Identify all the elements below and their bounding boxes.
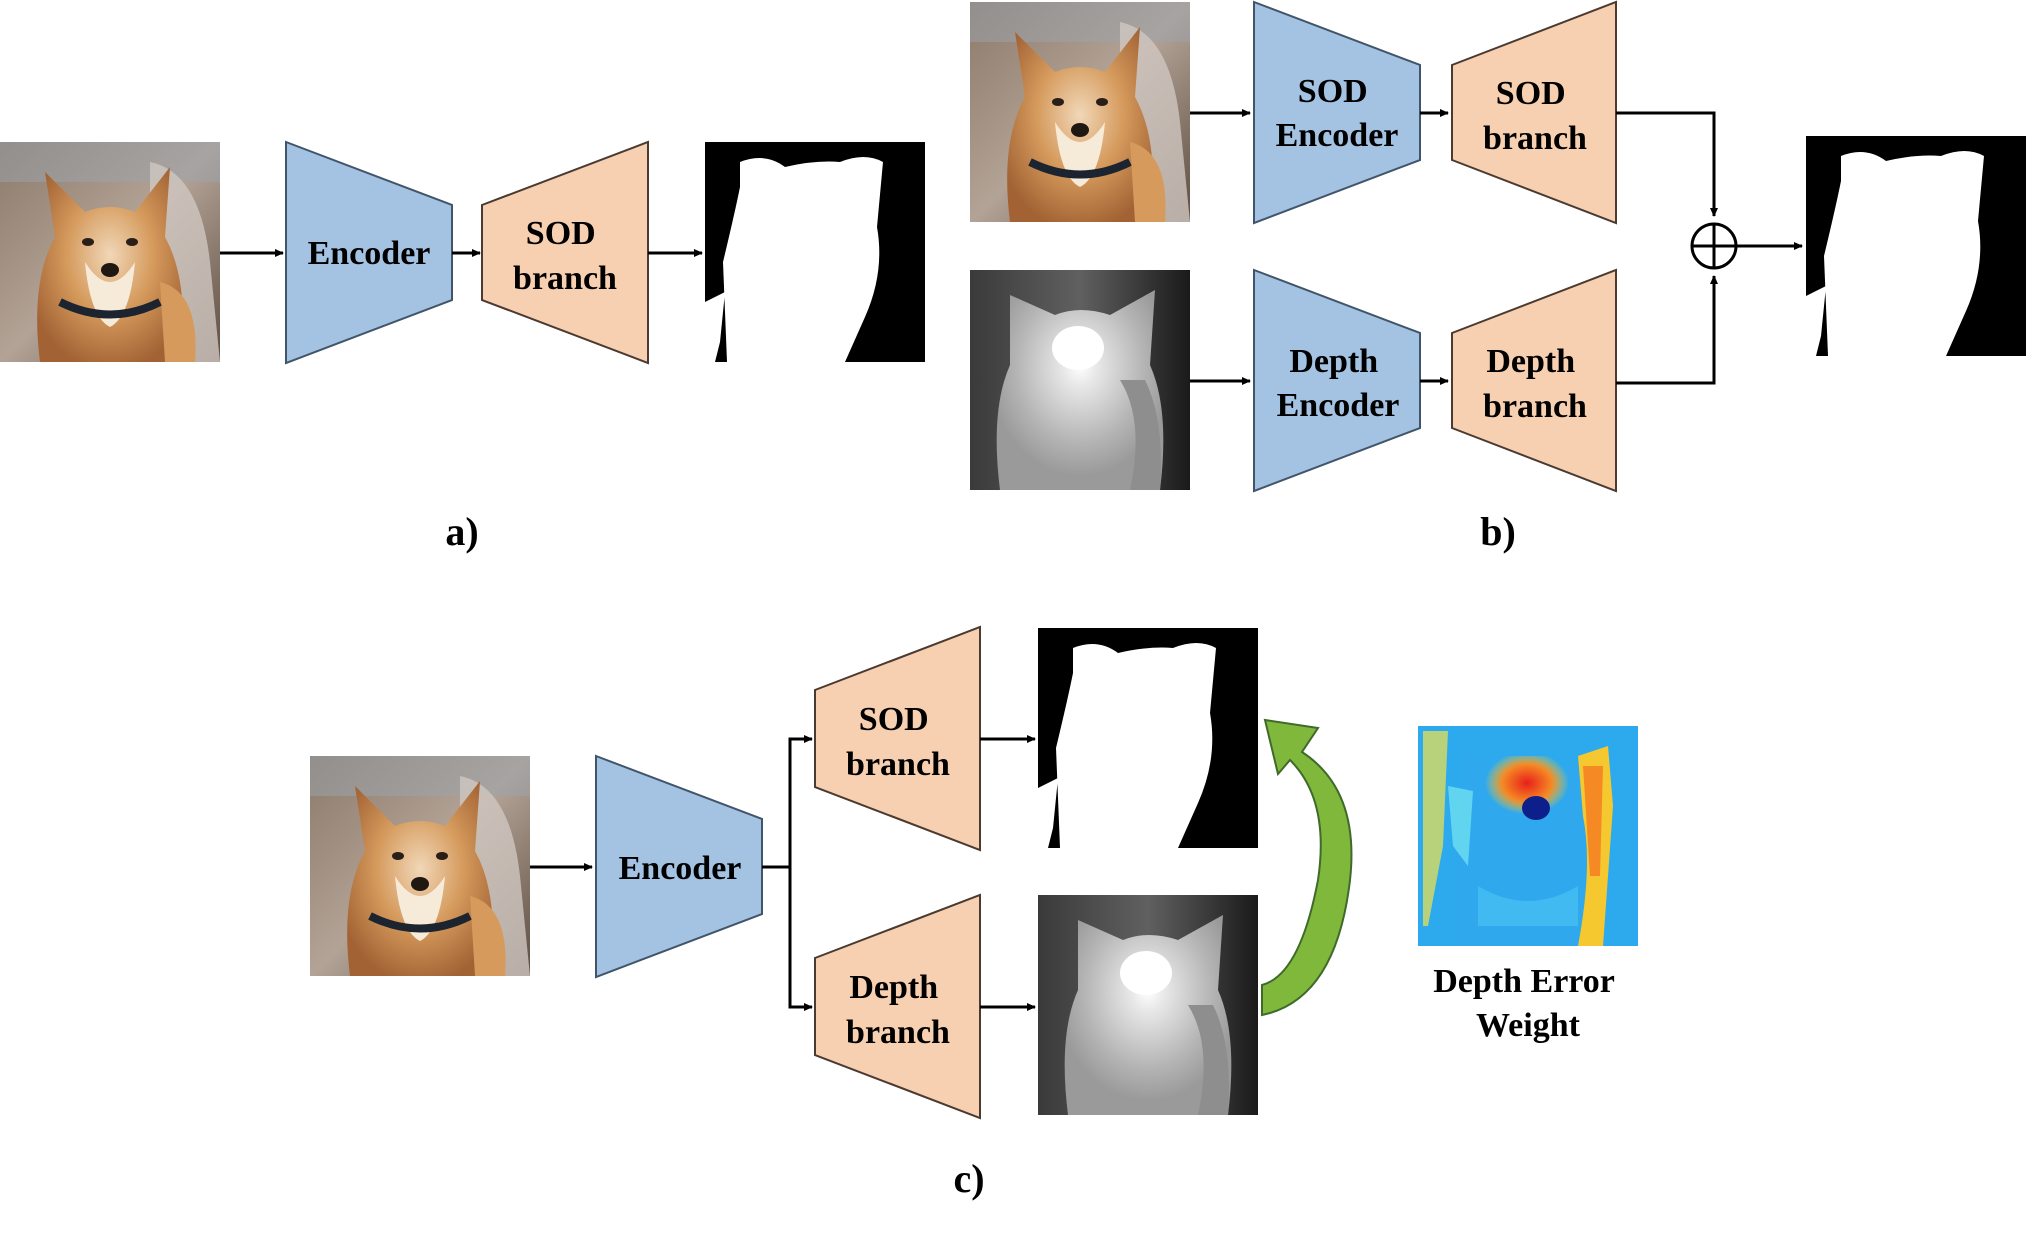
encoder-label: Encoder xyxy=(619,850,742,887)
sod-branch-block xyxy=(481,140,649,365)
sod-branch-label: SOD branch xyxy=(846,701,950,783)
sod-branch-label: SOD branch xyxy=(513,215,617,297)
encoder-block xyxy=(285,140,453,365)
depth-branch-block xyxy=(814,893,981,1120)
sod-branch-label: SOD branch xyxy=(1483,75,1587,157)
sod-encoder-label: SOD Encoder xyxy=(1276,73,1399,154)
depth-map-icon xyxy=(1038,895,1258,1115)
saliency-mask-icon xyxy=(1806,136,2026,356)
depth-encoder-label: Depth Encoder xyxy=(1277,343,1400,424)
panel-c-caption: c) xyxy=(953,1156,984,1201)
depth-branch-label: Depth branch xyxy=(846,969,950,1051)
depth-encoder-block xyxy=(1253,268,1421,493)
depth-branch-block xyxy=(1451,268,1617,493)
panel-a-caption: a) xyxy=(445,509,478,554)
panel-c: Encoder SOD branch Depth branch Depth Er… xyxy=(310,625,1638,1201)
encoder-label: Encoder xyxy=(308,235,431,272)
panel-b: SOD Encoder SOD branch Depth Encoder Dep… xyxy=(970,2,2026,554)
panel-b-caption: b) xyxy=(1480,509,1516,554)
dog-photo-icon xyxy=(0,142,220,362)
sod-encoder-block xyxy=(1253,0,1421,225)
depth-map-icon xyxy=(970,270,1190,490)
error-heatmap-icon xyxy=(1418,726,1638,946)
panel-a: Encoder SOD branch a) xyxy=(0,142,925,554)
sod-branch-block xyxy=(1451,0,1617,225)
saliency-mask-icon xyxy=(1038,628,1258,848)
add-circle-icon xyxy=(1690,222,1738,270)
dog-photo-icon xyxy=(310,756,530,976)
encoder-block xyxy=(595,754,763,979)
sod-branch-block xyxy=(814,625,981,852)
dog-photo-icon xyxy=(970,2,1190,222)
depth-branch-label: Depth branch xyxy=(1483,343,1587,425)
feedback-arrow-icon xyxy=(1261,718,1353,1017)
saliency-mask-icon xyxy=(705,142,925,362)
depth-error-weight-caption: Depth Error Weight xyxy=(1433,963,1623,1044)
